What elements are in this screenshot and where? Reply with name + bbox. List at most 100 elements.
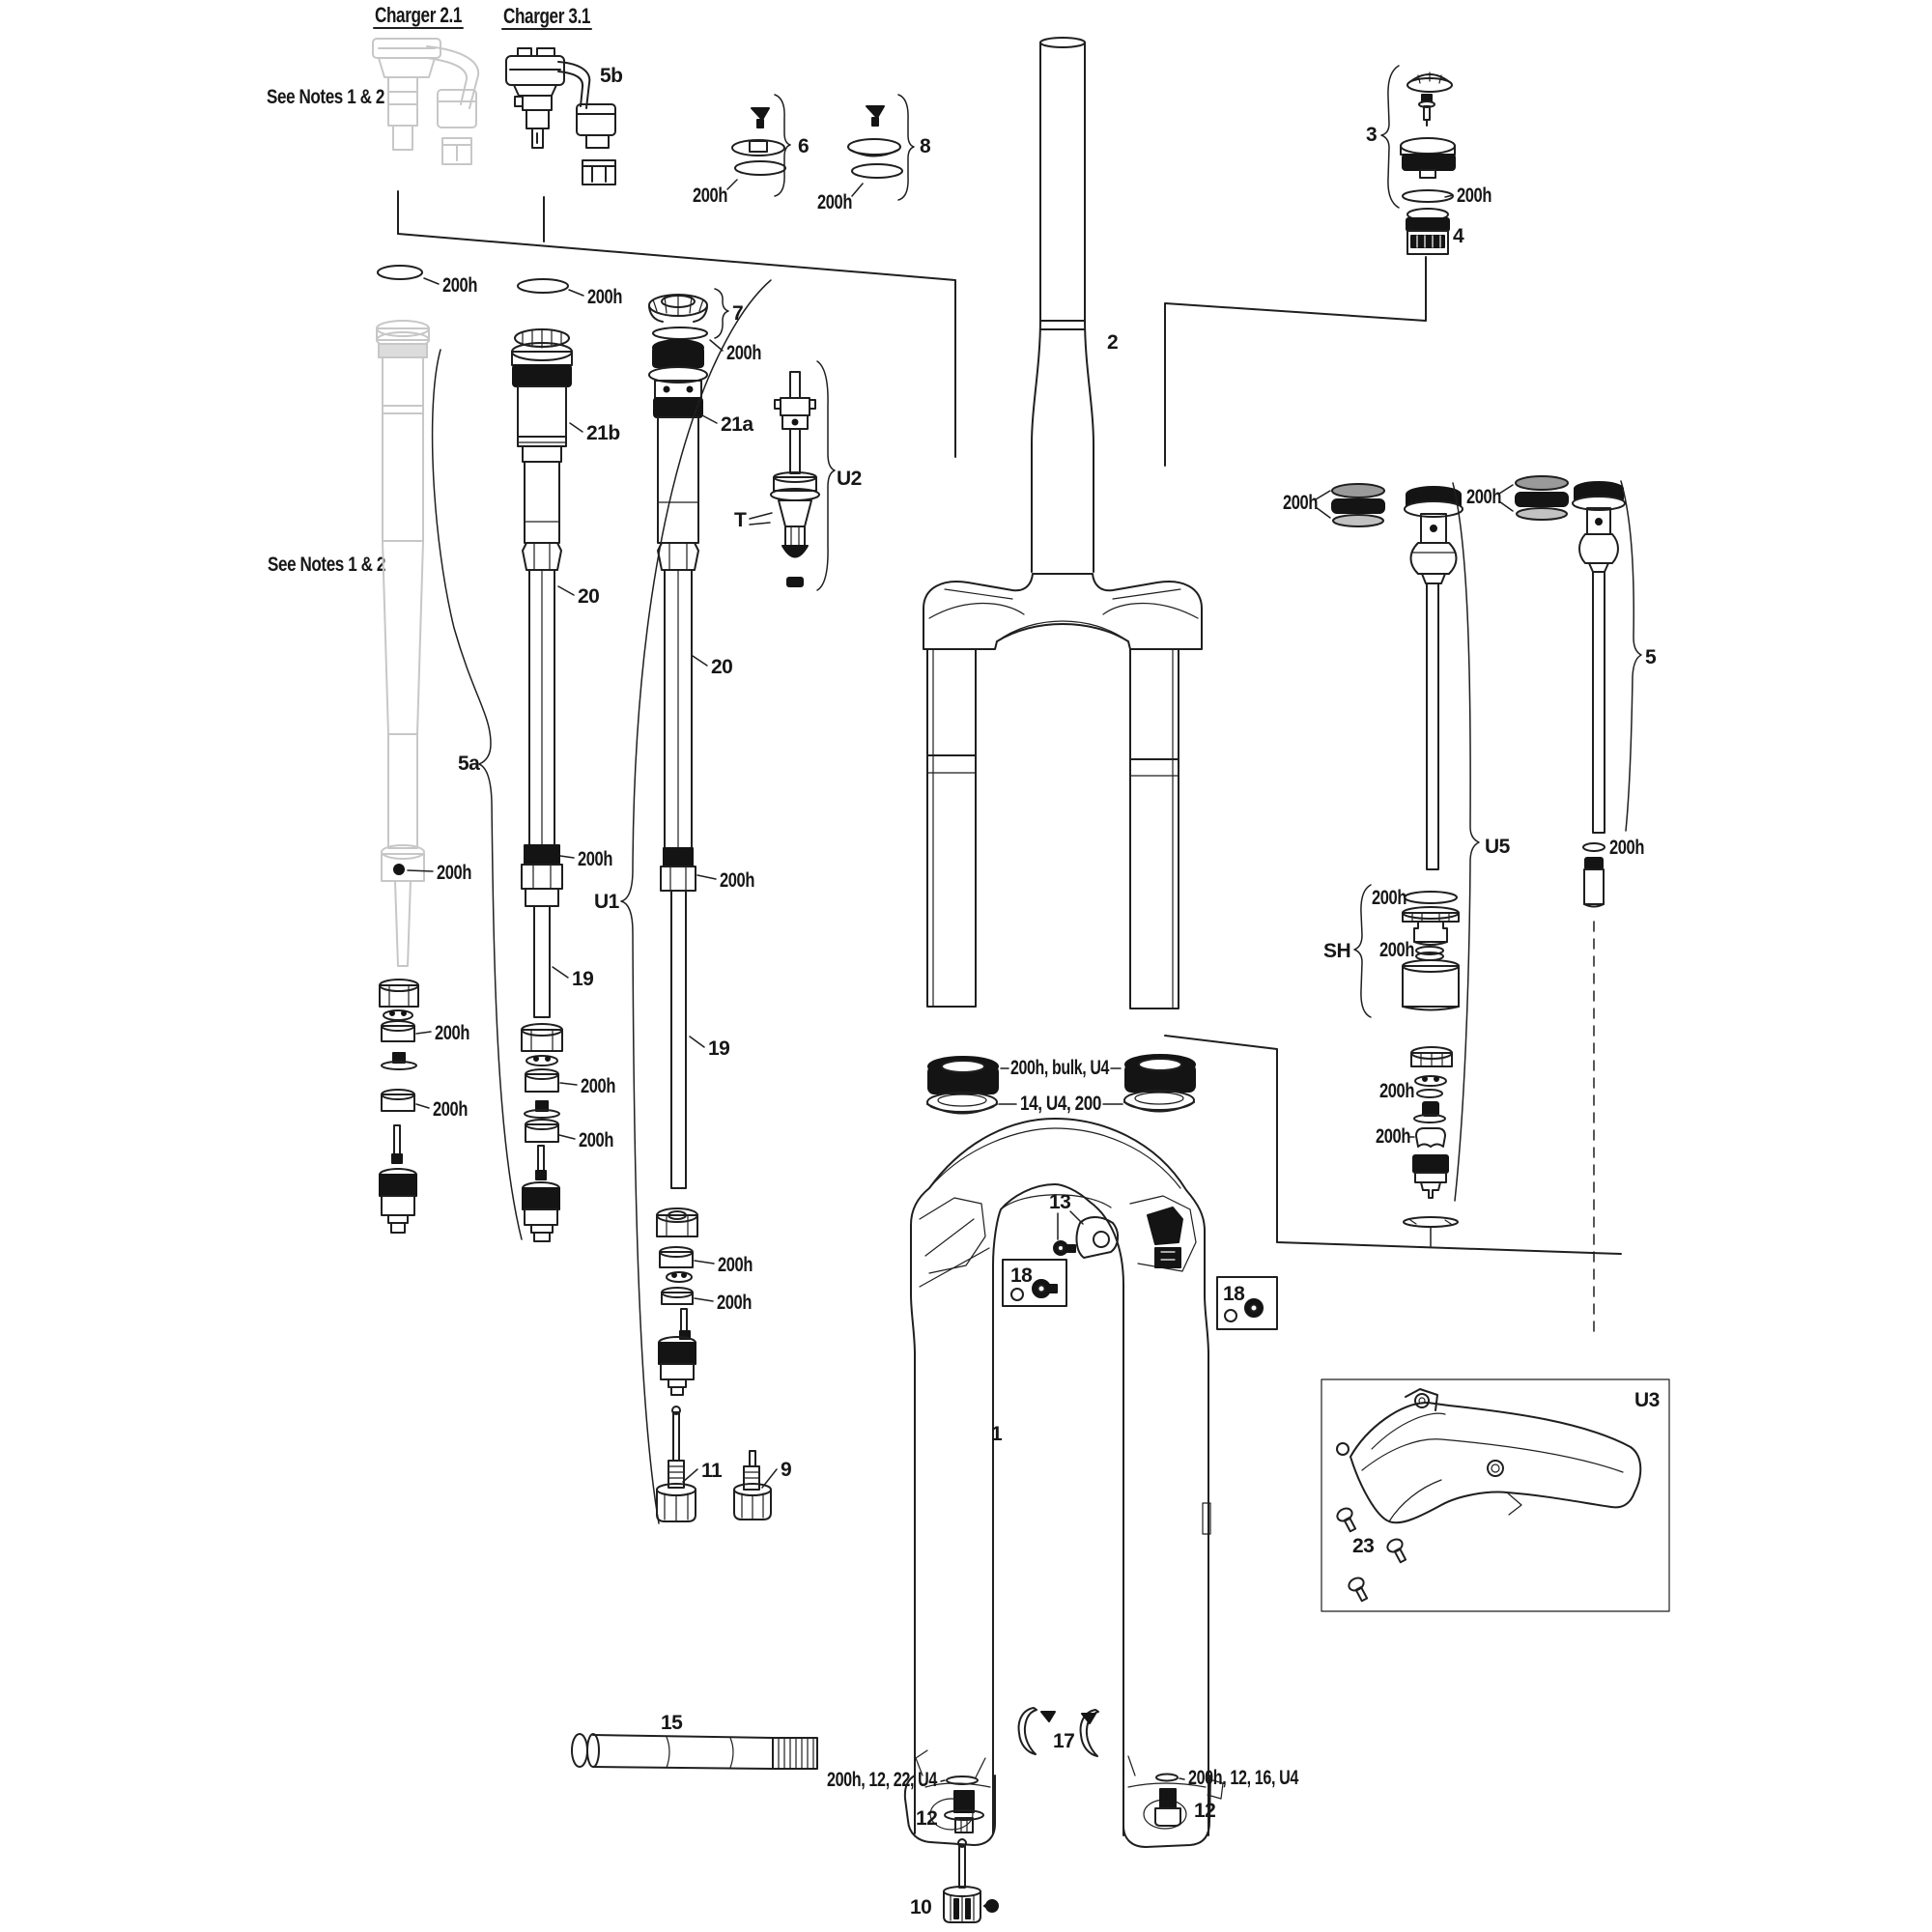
- label-5: 5: [1645, 646, 1657, 668]
- thru-axle-15: 15: [571, 1712, 818, 1770]
- label-200h-5-seals: 200h: [1466, 486, 1501, 508]
- label-200h-item7-oring: 200h: [726, 342, 761, 364]
- label-200h-u5-bumper: 200h: [1376, 1125, 1410, 1148]
- label-200h-item6: 200h: [693, 185, 727, 207]
- bracket-5a: [431, 349, 523, 1240]
- label-u2: U2: [837, 468, 862, 490]
- label-u1: U1: [594, 891, 620, 913]
- bracket-u5: [1452, 482, 1480, 1202]
- csu-steerer-crown: 2: [923, 37, 1203, 1009]
- label-5b: 5b: [600, 65, 623, 87]
- label-200h-u5-washer: 200h: [1379, 1080, 1414, 1102]
- bracket-sh: [1353, 884, 1372, 1018]
- label-13: 13: [1049, 1191, 1070, 1213]
- u2-shaft-assembly: T U2: [734, 360, 862, 591]
- label-18-left: 18: [1010, 1264, 1033, 1287]
- label-200h-sh-seal: 200h: [1379, 939, 1414, 961]
- label-17: 17: [1053, 1730, 1074, 1752]
- label-18-right: 18: [1223, 1283, 1245, 1305]
- bracket-7: [714, 288, 729, 339]
- charger-21-assembly-ghost: [372, 38, 480, 165]
- charger-31-assembly: 5b: [505, 47, 623, 185]
- label-20-21b: 20: [578, 585, 599, 608]
- label-23: 23: [1352, 1535, 1374, 1557]
- heading-charger-21: Charger 2.1: [375, 3, 462, 27]
- label-12-right: 12: [1194, 1800, 1215, 1822]
- label-15: 15: [661, 1712, 683, 1734]
- label-crush-washer-right: 200h, 12, 16, U4: [1188, 1767, 1299, 1789]
- section-headings: Charger 2.1 Charger 3.1 See Notes 1 & 2 …: [267, 3, 592, 576]
- bracket-u1: [620, 279, 772, 1524]
- u3-screw-3: [1348, 1577, 1369, 1603]
- label-200h-item8: 200h: [817, 191, 852, 213]
- bracket-8: [897, 94, 915, 201]
- label-11: 11: [701, 1460, 723, 1482]
- label-1: 1: [991, 1423, 1003, 1445]
- label-u3: U3: [1634, 1389, 1660, 1411]
- heading-charger-31: Charger 3.1: [503, 4, 590, 28]
- label-200h-21b-sealhead1: 200h: [581, 1075, 615, 1097]
- label-200h-21a-collar: 200h: [720, 869, 754, 892]
- label-crush-washer-left: 200h, 12, 22, U4: [827, 1769, 938, 1791]
- label-6: 6: [798, 135, 809, 157]
- bracket-5: [1620, 480, 1642, 832]
- leader-to-left-stanchion: [397, 233, 956, 458]
- label-19-21b: 19: [572, 968, 593, 990]
- label-8: 8: [920, 135, 931, 157]
- item-4-top-cap: 4: [1406, 208, 1465, 255]
- leader-to-right-stanchion: [1164, 256, 1427, 467]
- bracket-6: [774, 94, 791, 197]
- label-10: 10: [910, 1896, 931, 1918]
- lowers-assembly: 200h, bulk, U4 14, U4, 200 1 13: [903, 1054, 1278, 1848]
- air-shaft-5-column: 200h 5 200h: [1466, 475, 1658, 1340]
- label-200h-21b-sealhead2: 200h: [579, 1129, 613, 1151]
- label-7: 7: [732, 302, 743, 325]
- item-6-cap-kit: 6 200h: [693, 94, 810, 207]
- u3-box: [1321, 1378, 1670, 1612]
- label-200h-ghost-oring: 200h: [442, 274, 477, 297]
- label-200h-ghost-hex1: 200h: [435, 1022, 469, 1044]
- label-foam-rings: 14, U4, 200: [1020, 1093, 1101, 1115]
- label-12-left: 12: [916, 1807, 937, 1830]
- fender-clips-17: 17: [1017, 1707, 1099, 1757]
- right-leg-bottom-hardware: 200h, 12, 16, U4 12: [1154, 1767, 1299, 1827]
- label-5a: 5a: [458, 753, 480, 775]
- label-u5: U5: [1485, 836, 1511, 858]
- u3-screw-2: [1386, 1538, 1407, 1564]
- label-200h-u1-topcap: 200h: [718, 1254, 753, 1276]
- leader-airspring-to-leg: [1164, 1035, 1622, 1255]
- item-3-air-valve-stack: 3 200h: [1366, 65, 1492, 209]
- label-21a: 21a: [721, 413, 753, 436]
- rebound-knob-9: 9: [733, 1450, 792, 1520]
- u3-screw-1: [1336, 1507, 1357, 1533]
- label-200h-5-washer: 200h: [1609, 837, 1644, 859]
- label-200h-item3: 200h: [1457, 185, 1492, 207]
- label-dust-seals: 200h, bulk, U4: [1010, 1057, 1110, 1079]
- u3-fender-kit: U3 23: [1321, 1378, 1670, 1612]
- label-21b: 21b: [586, 422, 620, 444]
- label-20-21a: 20: [711, 656, 732, 678]
- rebound-knob-11: 11: [656, 1406, 724, 1522]
- label-200h-21b-collar: 200h: [578, 848, 612, 870]
- label-4: 4: [1453, 225, 1464, 247]
- label-200h-ghost-valve: 200h: [437, 862, 471, 884]
- note-see-notes-top: See Notes 1 & 2: [267, 86, 384, 108]
- air-shaft-u5-column: 200h U5 SH 200h 200h: [1283, 482, 1511, 1247]
- leader-lines: [397, 190, 1622, 1255]
- damper-21b-column: 200h 20 200h 19: [431, 278, 623, 1242]
- item-8-cap-kit: 8 200h: [817, 94, 932, 213]
- left-leg-bottom-hardware: 200h, 12, 22, U4 12 10: [827, 1769, 999, 1923]
- bracket-u2: [816, 360, 836, 591]
- label-9: 9: [781, 1459, 791, 1481]
- label-2: 2: [1107, 331, 1118, 354]
- label-200h-21b-oring: 200h: [587, 286, 622, 308]
- damper-ghost-column: 200h 200h 200h 200h: [376, 265, 478, 1234]
- bracket-3: [1380, 65, 1400, 209]
- damper-21a-column-u1: 7 200h 21a 20 200h 19: [594, 279, 772, 1524]
- label-200h-u5-seals: 200h: [1283, 492, 1318, 514]
- label-200h-ghost-hex2: 200h: [433, 1098, 468, 1121]
- label-3: 3: [1366, 124, 1377, 146]
- label-sh: SH: [1323, 940, 1350, 962]
- label-200h-sh-oring: 200h: [1372, 887, 1406, 909]
